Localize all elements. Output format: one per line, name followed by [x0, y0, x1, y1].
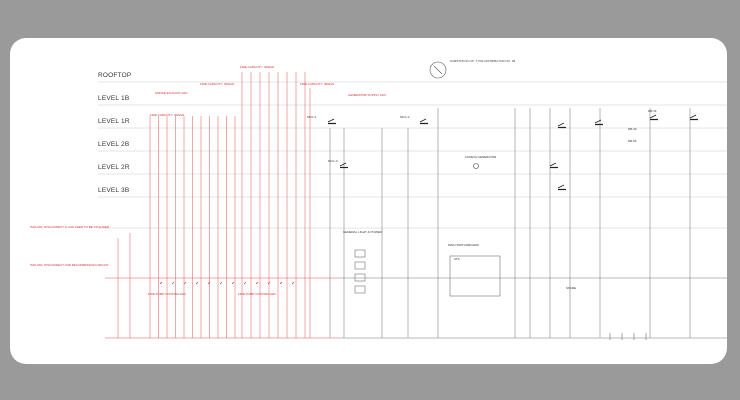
db-label-1: DB-3F [648, 109, 657, 113]
mcc-3-label: MCC-3 [328, 159, 338, 163]
gray-bus [340, 277, 727, 339]
diagram-card: ROOFTOP LEVEL 1B LEVEL 1R LEVEL 2B LEVEL… [10, 38, 727, 364]
substation-note: SUBSTATION NO. TYPE DISTRIBUTOR NO. 1B [450, 59, 515, 63]
level-label-3b: LEVEL 3B [98, 187, 130, 194]
main-switchboard-label: MAIN SWITCHBOARD [448, 243, 480, 247]
mcc-1-label: MCC-1 [307, 115, 317, 119]
general-light-label: GENERAL LIGHT & POWER [343, 230, 383, 234]
db-label-2: DB-4F [628, 127, 637, 131]
isolate-note-1: ISOLATE, DISCONNECT & LINK FEED TO BE IN… [30, 225, 110, 229]
supply-fan-label: GENERATOR SUPPLY FAN [348, 93, 386, 97]
ats-label: ATS [454, 257, 460, 261]
substation-symbol: SUBSTATION NO. TYPE DISTRIBUTOR NO. 1B [429, 59, 515, 79]
generator-symbol [473, 163, 479, 169]
generator-label: 1000kVA GENERATOR [465, 155, 497, 159]
fan-left-label: SMOKE EXHAUST FAN [155, 91, 187, 95]
gray-risers [329, 108, 691, 338]
general-light-panel [354, 249, 366, 294]
red-risers [117, 72, 311, 338]
mcc-2-label: MCC-2 [400, 115, 410, 119]
level-lines [98, 81, 727, 229]
fire-panel-1: FIRE PUMP CONTROLLER [148, 292, 186, 296]
ats-box [449, 255, 501, 297]
schematic-details [159, 114, 698, 340]
fire-capacity-left: FIRE CAPACITY: 300kVA [150, 113, 184, 117]
level-label-2r: LEVEL 2R [98, 164, 130, 171]
level-label-1b: LEVEL 1B [98, 95, 130, 102]
fire-capacity-top: FIRE CAPACITY: 300kVA [240, 65, 274, 69]
spare-label: SPARE [566, 286, 576, 290]
level-label-rooftop: ROOFTOP [98, 72, 132, 79]
db-label-3: DB-5F [628, 139, 637, 143]
red-bus [105, 277, 340, 339]
level-label-1r: LEVEL 1R [98, 118, 130, 125]
schematic-drawing: SUBSTATION NO. TYPE DISTRIBUTOR NO. 1B F… [30, 59, 727, 340]
fire-capacity-mid: FIRE CAPACITY: 300kVA [200, 82, 234, 86]
fire-capacity-right: FIRE CAPACITY: 300kVA [300, 82, 334, 86]
isolate-note-2: ISOLATE, DISCONNECT AND DECOMMISSION CIR… [30, 263, 109, 267]
level-label-2b: LEVEL 2B [98, 141, 130, 148]
fire-panel-2: FIRE PUMP CONTROLLER [238, 292, 276, 296]
